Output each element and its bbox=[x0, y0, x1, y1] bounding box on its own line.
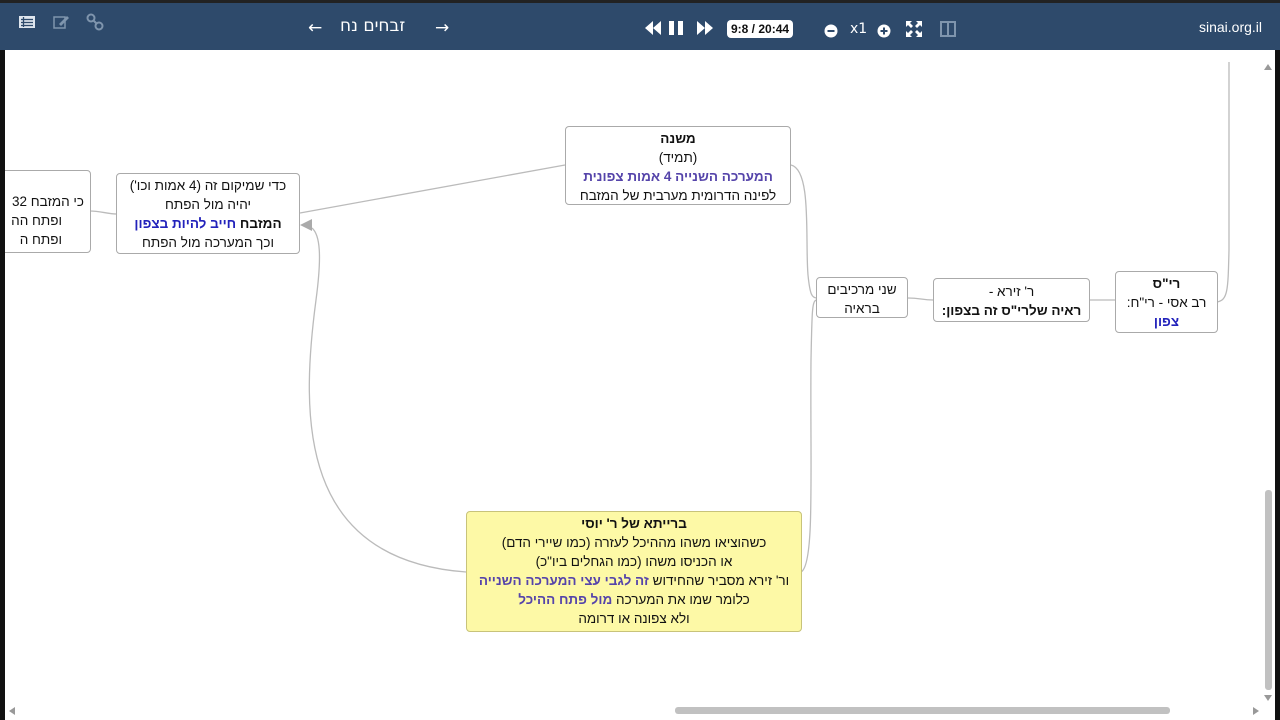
edge-mishna-twoparts bbox=[790, 164, 818, 299]
node-line: שני מרכיבים bbox=[827, 282, 897, 297]
node-line: רי"ס bbox=[1152, 276, 1181, 291]
vertical-scroll-thumb[interactable] bbox=[1265, 490, 1272, 690]
node-line: כדי שמיקום זה (4 אמות וכו') bbox=[129, 178, 287, 193]
left-edge bbox=[0, 50, 5, 720]
edge-baraita-fouramot bbox=[308, 227, 467, 573]
site-link[interactable]: sinai.org.il bbox=[1198, 19, 1262, 35]
zoom-in-icon[interactable] bbox=[877, 21, 891, 45]
node-zeira[interactable]: ר' זירא - ראיה שלרי"ס זה בצפון: bbox=[933, 278, 1090, 322]
rewind-icon[interactable] bbox=[644, 19, 662, 43]
scroll-down-icon[interactable] bbox=[1263, 694, 1273, 702]
fast-forward-icon[interactable] bbox=[696, 19, 714, 43]
scroll-left-icon[interactable] bbox=[8, 706, 16, 716]
prev-arrow-button[interactable]: ← bbox=[308, 18, 323, 38]
connectors bbox=[89, 62, 1230, 573]
scroll-up-icon[interactable] bbox=[1263, 63, 1273, 71]
node-line: כלומר שמו את המערכה מול פתח ההיכל bbox=[518, 592, 750, 607]
page-title: זבחים נח bbox=[340, 16, 406, 36]
node-line: ופתח הה bbox=[11, 213, 62, 228]
toolbar: ← זבחים נח → 9:8 / 20:44 x1 sinai.org.il bbox=[0, 0, 1280, 50]
time-display: 9:8 / 20:44 bbox=[727, 20, 794, 38]
node-line: המערכה השנייה 4 אמות צפונית bbox=[583, 169, 773, 184]
node-line: ולא צפונה או דרומה bbox=[578, 611, 690, 626]
pause-icon[interactable] bbox=[668, 19, 684, 43]
node-line: ראיה שלרי"ס זה בצפון: bbox=[941, 303, 1082, 318]
node-line: ברייתא של ר' יוסי bbox=[581, 516, 687, 531]
node-two-parts[interactable]: שני מרכיבים בראיה bbox=[816, 277, 908, 318]
horizontal-scroll-thumb[interactable] bbox=[675, 707, 1170, 714]
zoom-out-icon[interactable] bbox=[824, 21, 838, 45]
link-icon[interactable] bbox=[86, 13, 104, 38]
edge-baraita-twoparts bbox=[800, 299, 818, 573]
edge-twoparts-zeira bbox=[907, 297, 934, 301]
node-line: המזבח חייב להיות בצפון bbox=[134, 216, 282, 231]
node-line: רב אסי - רי"ח: bbox=[1126, 295, 1207, 310]
edit-icon[interactable] bbox=[52, 13, 70, 37]
node-line: ר' זירא - bbox=[988, 284, 1035, 299]
node-line: יהיה מול הפתח bbox=[164, 197, 252, 212]
right-edge bbox=[1275, 50, 1280, 720]
edge-left-fouramot bbox=[89, 210, 118, 215]
mindmap-canvas[interactable]: ה כי המזבח 32 ופתח הה ופתח ה כדי שמיקום … bbox=[5, 50, 1275, 720]
speed-label: x1 bbox=[850, 21, 868, 37]
arrowhead bbox=[300, 219, 312, 231]
node-ris[interactable]: רי"ס רב אסי - רי"ח: צפון bbox=[1115, 271, 1218, 333]
node-line: לפינה הדרומית מערבית של המזבח bbox=[579, 188, 777, 203]
node-line: בראיה bbox=[844, 301, 880, 316]
node-baraita[interactable]: ברייתא של ר' יוסי כשהוציאו משהו מההיכל ל… bbox=[466, 511, 802, 632]
next-arrow-button[interactable]: → bbox=[435, 18, 450, 38]
node-line: ור' זירא מסביר שהחידוש זה לגבי עצי המערכ… bbox=[478, 573, 790, 588]
split-view-icon[interactable] bbox=[940, 20, 956, 44]
node-line: וכך המערכה מול הפתח bbox=[141, 235, 274, 250]
node-line: כי המזבח 32 bbox=[11, 194, 84, 209]
edge-mishna-fouramot bbox=[299, 164, 566, 214]
node-line: ופתח ה bbox=[19, 232, 62, 247]
node-line: (תמיד) bbox=[658, 150, 698, 165]
scroll-right-icon[interactable] bbox=[1252, 706, 1260, 716]
node-line: משנה bbox=[660, 131, 696, 146]
node-line: או הכניסו משהו (כמו הגחלים ביו"כ) bbox=[535, 554, 733, 569]
node-four-amot[interactable]: כדי שמיקום זה (4 אמות וכו') יהיה מול הפת… bbox=[116, 173, 300, 254]
node-mishna[interactable]: משנה (תמיד) המערכה השנייה 4 אמות צפונית … bbox=[565, 126, 791, 205]
edge-ris-up bbox=[1216, 62, 1230, 303]
node-left-partial[interactable]: ה כי המזבח 32 ופתח הה ופתח ה bbox=[5, 170, 91, 253]
node-line: כשהוציאו משהו מההיכל לעזרה (כמו שיירי הד… bbox=[501, 535, 767, 550]
list-icon[interactable] bbox=[18, 13, 36, 37]
node-line: צפון bbox=[1153, 314, 1180, 329]
fullscreen-icon[interactable] bbox=[906, 20, 922, 44]
node-line: ה bbox=[5, 173, 86, 192]
